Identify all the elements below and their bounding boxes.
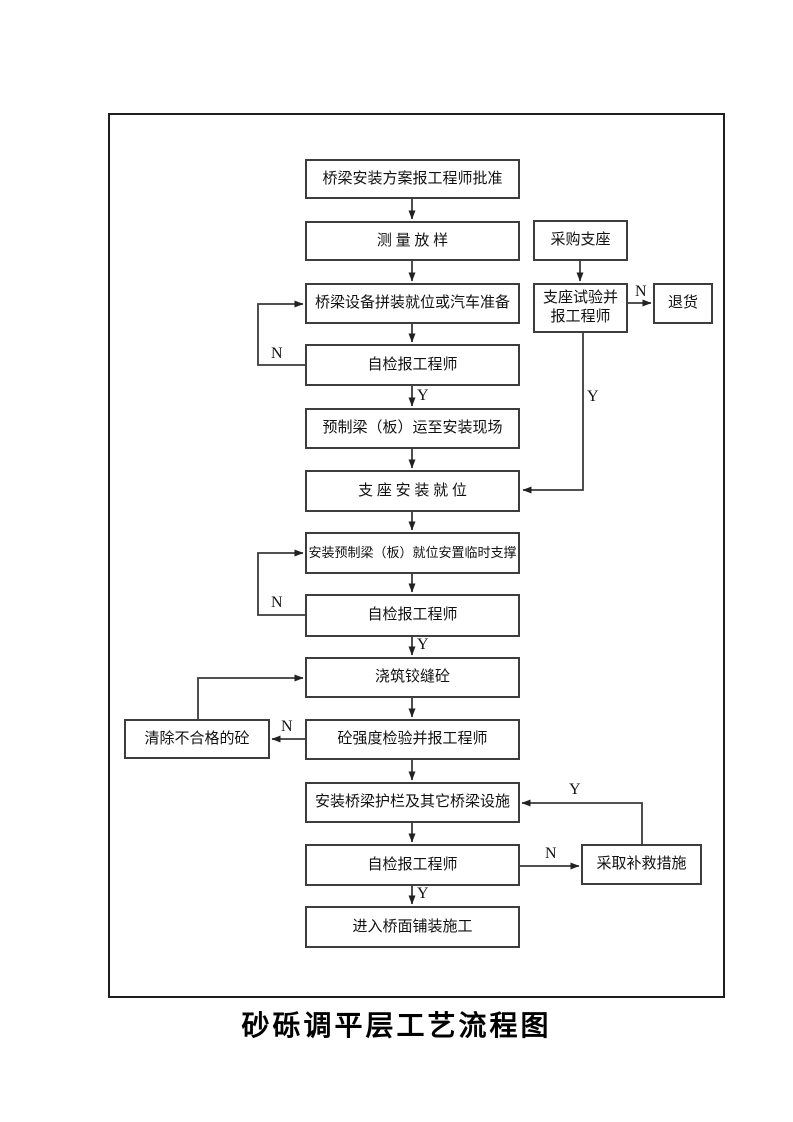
flow-node-install-precast: 安装预制梁（板）就位安置临时支撑 xyxy=(305,532,520,574)
edge-label-bearing-test-n: N xyxy=(635,283,647,300)
flowchart-border xyxy=(108,113,725,998)
flow-node-plan-approval: 桥梁安装方案报工程师批准 xyxy=(305,159,520,199)
flow-node-self-check-1: 自检报工程师 xyxy=(305,344,520,386)
flow-node-bearing-purchase: 采购支座 xyxy=(533,220,628,261)
flow-node-guardrail-install: 安装桥梁护栏及其它桥梁设施 xyxy=(305,782,520,823)
edge-label-bearing-test-y: Y xyxy=(587,388,599,405)
flow-node-remedial-measures: 采取补救措施 xyxy=(581,844,702,885)
flow-node-remove-rejected: 清除不合格的砼 xyxy=(124,719,270,759)
flow-node-self-check-2: 自检报工程师 xyxy=(305,594,520,637)
edge-label-remedial-y: Y xyxy=(569,781,581,798)
edge-label-selfcheck2-y: Y xyxy=(417,636,429,653)
flow-node-strength-test: 砼强度检验并报工程师 xyxy=(305,719,520,760)
flow-node-return-goods: 退货 xyxy=(653,283,713,324)
edge-label-strength-test-n: N xyxy=(281,718,293,735)
flow-node-beam-transport: 预制梁（板）运至安装现场 xyxy=(305,408,520,449)
edge-label-selfcheck1-y: Y xyxy=(417,387,429,404)
edge-label-selfcheck3-y: Y xyxy=(417,885,429,902)
flow-node-pour-joint-concrete: 浇筑铰缝砼 xyxy=(305,657,520,698)
flow-node-bearing-install: 支 座 安 装 就 位 xyxy=(305,470,520,512)
flow-node-equipment-assembly: 桥梁设备拼装就位或汽车准备 xyxy=(305,283,520,324)
edge-label-selfcheck2-n: N xyxy=(271,594,283,611)
flow-node-deck-paving: 进入桥面铺装施工 xyxy=(305,906,520,948)
flow-node-bearing-test: 支座试验并 报工程师 xyxy=(533,283,628,333)
diagram-title: 砂砾调平层工艺流程图 xyxy=(241,1011,552,1042)
flow-node-self-check-3: 自检报工程师 xyxy=(305,844,520,886)
flow-node-survey: 测 量 放 样 xyxy=(305,221,520,261)
edge-label-selfcheck1-n: N xyxy=(271,345,283,362)
edge-label-selfcheck3-n: N xyxy=(545,845,557,862)
